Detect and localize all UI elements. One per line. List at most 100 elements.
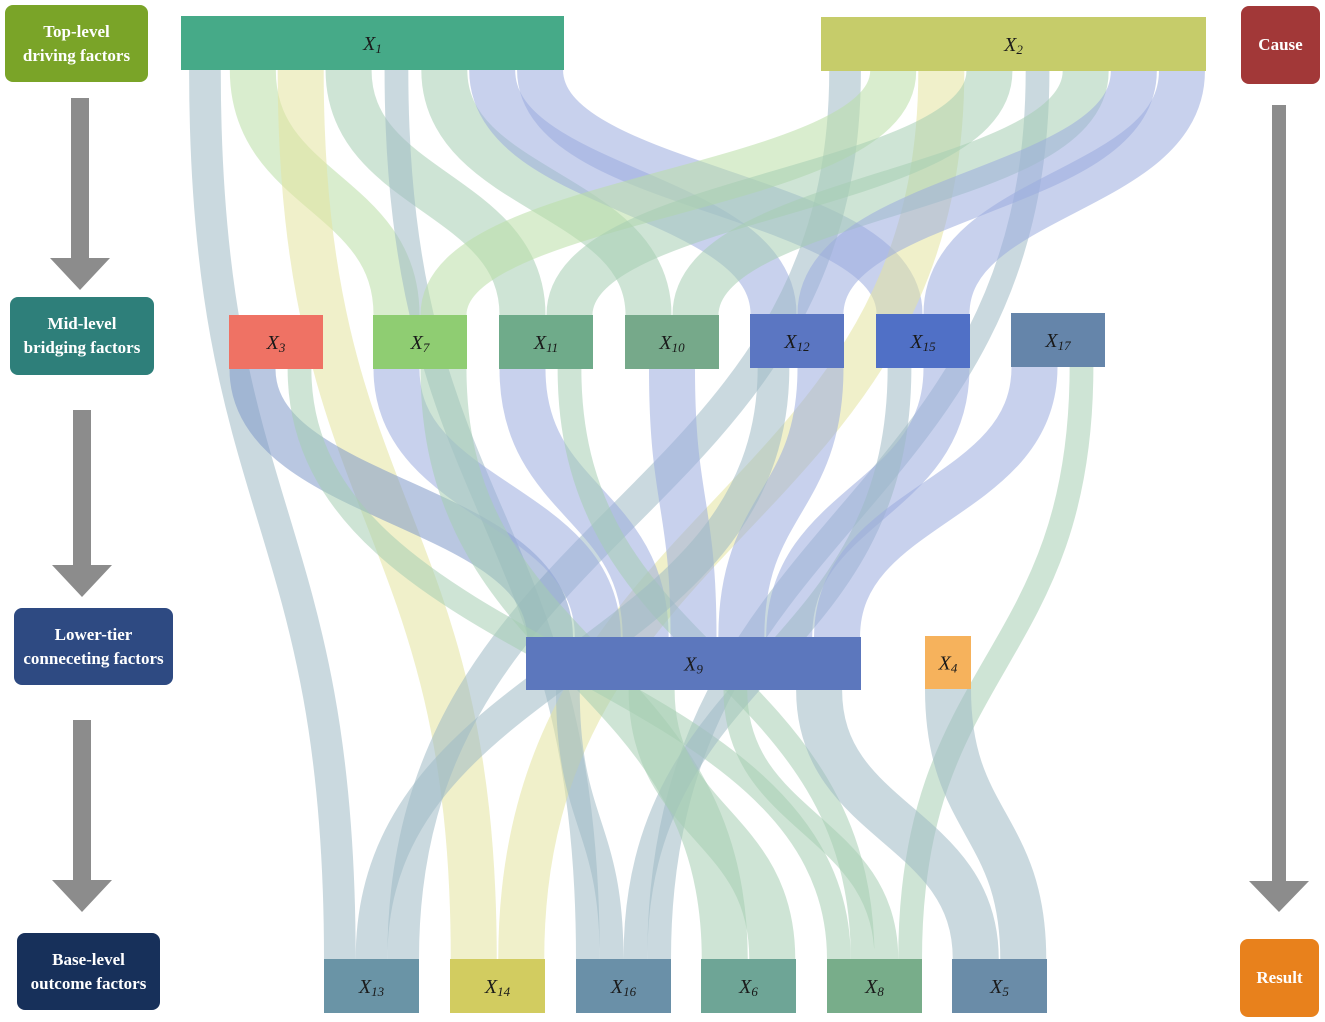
node-box [526, 637, 861, 690]
level-mid-line1: Mid-level [47, 314, 117, 333]
node-letter: X [783, 331, 797, 353]
node-subscript: 17 [1058, 338, 1072, 353]
node-letter: X [738, 976, 752, 998]
node-label: X8 [864, 976, 884, 999]
node-subscript: 1 [375, 41, 382, 56]
node-x2: X2 [821, 17, 1206, 71]
link-x2-x15 [923, 69, 1205, 316]
node-box [576, 959, 671, 1013]
node-subscript: 16 [623, 984, 637, 999]
node-subscript: 13 [371, 984, 385, 999]
node-letter: X [266, 332, 280, 354]
down-arrow-icon [50, 98, 110, 290]
node-letter: X [358, 976, 372, 998]
link-x7-x9 [373, 367, 621, 639]
node-letter: X [864, 976, 878, 998]
link-x1-x11 [325, 68, 546, 317]
node-subscript: 9 [696, 662, 703, 677]
node-box [701, 959, 796, 1013]
link-x1-x13 [189, 69, 356, 960]
node-box [952, 959, 1047, 1013]
node-box [827, 959, 922, 1013]
node-letter: X [1044, 330, 1058, 352]
node-box [925, 636, 971, 689]
cause-box: Cause [1241, 6, 1320, 84]
node-subscript: 10 [672, 340, 686, 355]
node-box [876, 314, 970, 368]
link-x12-x9 [718, 367, 844, 638]
node-x11: X11 [499, 315, 593, 369]
node-label: X2 [1003, 34, 1023, 57]
link-x9-x8 [723, 689, 899, 960]
node-letter: X [362, 33, 376, 55]
down-arrow-icon [52, 410, 112, 597]
node-x14: X14 [450, 959, 545, 1013]
link-x2-x11 [546, 68, 1013, 318]
link-x10-x9 [649, 368, 717, 638]
node-box [1011, 313, 1105, 367]
node-letter: X [989, 976, 1003, 998]
node-box [181, 16, 564, 70]
level-lower-line2: conneceting factors [23, 648, 164, 668]
node-x5: X5 [952, 959, 1047, 1013]
node-x1: X1 [181, 16, 564, 70]
node-box [373, 315, 467, 369]
node-subscript: 2 [1016, 42, 1023, 57]
node-letter: X [658, 332, 672, 354]
node-label: X13 [358, 976, 385, 999]
node-box [821, 17, 1206, 71]
node-subscript: 15 [923, 339, 937, 354]
node-label: X1 [362, 33, 382, 56]
node-label: X10 [658, 332, 685, 355]
node-x17: X17 [1011, 313, 1105, 367]
node-label: X9 [683, 654, 703, 677]
link-x4-x5 [925, 688, 1047, 960]
node-letter: X [683, 654, 697, 676]
down-arrow-icon [52, 720, 112, 912]
level-lower-box: Lower-tier conneceting factors [14, 608, 173, 685]
node-box [229, 315, 323, 369]
node-label: X16 [610, 976, 637, 999]
node-letter: X [484, 976, 498, 998]
node-label: X7 [410, 332, 430, 355]
node-subscript: 14 [497, 984, 511, 999]
node-box [324, 959, 419, 1013]
node-x8: X8 [827, 959, 922, 1013]
node-subscript: 12 [797, 339, 811, 354]
node-x13: X13 [324, 959, 419, 1013]
node-box [450, 959, 545, 1013]
node-subscript: 3 [278, 340, 286, 355]
level-mid-line2: bridging factors [23, 338, 141, 357]
node-subscript: 4 [951, 661, 958, 676]
node-x9: X9 [526, 637, 861, 690]
node-x16: X16 [576, 959, 671, 1013]
node-subscript: 5 [1002, 984, 1009, 999]
node-letter: X [1003, 34, 1017, 56]
node-letter: X [938, 653, 952, 675]
node-x12: X12 [750, 314, 844, 368]
link-x2-x12 [797, 68, 1157, 317]
level-lower-line1: Lower-tier [54, 624, 133, 644]
node-x6: X6 [701, 959, 796, 1013]
node-subscript: 11 [546, 340, 558, 355]
node-x15: X15 [876, 314, 970, 368]
level-top-line2: driving factors [22, 45, 131, 65]
node-label: X5 [989, 976, 1009, 999]
link-x2-x10 [672, 68, 1109, 318]
node-letter: X [909, 331, 923, 353]
node-letter: X [410, 332, 424, 354]
link-x17-x9 [814, 365, 1058, 639]
node-subscript: 8 [877, 984, 884, 999]
node-label: X11 [533, 332, 558, 355]
link-x1-x10 [421, 68, 672, 317]
cause-result-arrow-icon [1249, 105, 1309, 912]
level-base-line1: Base-level [52, 949, 125, 969]
links-layer [189, 67, 1205, 960]
node-letter: X [533, 332, 547, 354]
level-top-line1: Top-level [43, 21, 110, 41]
node-subscript: 6 [751, 984, 758, 999]
node-label: X4 [938, 653, 958, 676]
